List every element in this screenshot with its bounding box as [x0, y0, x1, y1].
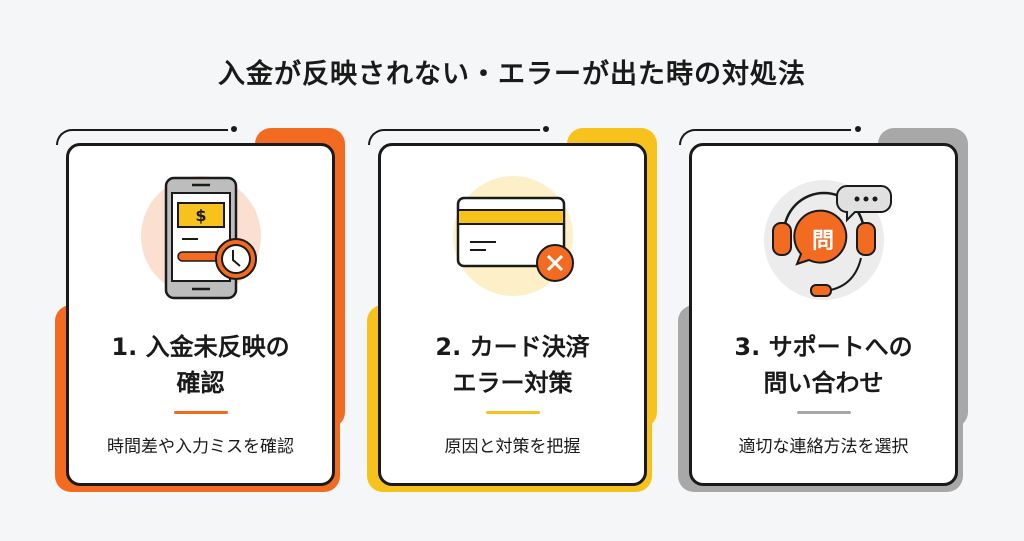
page-title: 入金が反映されない・エラーが出た時の対処法 [218, 59, 806, 90]
card-heading-line: 問い合わせ [763, 369, 884, 397]
card-description: 原因と対策を把握 [444, 437, 581, 457]
decorative-line [679, 129, 851, 145]
credit-card-error-icon [452, 176, 574, 296]
card-description: 適切な連絡方法を選択 [738, 437, 909, 457]
accent-divider [485, 411, 540, 414]
card-heading: 1. 入金未反映の 確認 [69, 329, 332, 401]
card-heading-line: 確認 [176, 369, 225, 397]
card-heading-line: 2. カード決済 [435, 333, 590, 361]
decorative-line [56, 129, 228, 145]
card-heading: 3. サポートへの 問い合わせ [692, 329, 955, 401]
svg-text:$: $ [195, 206, 206, 225]
decorative-dot [543, 126, 549, 132]
decorative-dot [231, 126, 237, 132]
accent-divider [796, 411, 851, 414]
accent-divider [173, 411, 228, 414]
card-heading-line: 3. サポートへの [734, 333, 913, 361]
card-heading-line: エラー対策 [452, 369, 573, 397]
card-heading: 2. カード決済 エラー対策 [381, 329, 644, 401]
phone-money-clock-icon: $ [140, 176, 261, 300]
decorative-dot [855, 126, 861, 132]
support-headset-icon: 問 [763, 180, 892, 300]
card-heading-line: 1. 入金未反映の [111, 333, 290, 361]
support-icon-text: 問 [811, 229, 833, 254]
decorative-line [368, 129, 540, 145]
card-description: 時間差や入力ミスを確認 [107, 437, 294, 457]
